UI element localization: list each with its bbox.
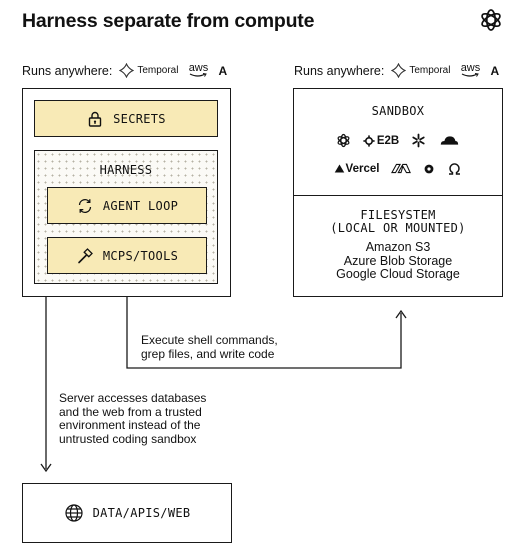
execute-note-line: grep files, and write code [141, 346, 275, 361]
secrets-box: SECRETS [34, 100, 218, 137]
storage-item: Amazon S3 [365, 240, 431, 254]
vercel-triangle-icon [334, 164, 344, 173]
storage-item: Azure Blob Storage [343, 253, 453, 268]
globe-icon [64, 504, 83, 522]
storage-item: Google Cloud Storage [336, 267, 460, 281]
sandbox-divider [294, 195, 502, 196]
agent-loop-label: AGENT LOOP [102, 198, 179, 213]
vercel-label: Vercel [345, 162, 380, 175]
server-note: Server accesses databases and the web fr… [59, 391, 207, 446]
sandbox-logos-row-2: Vercel [294, 161, 502, 176]
temporal-logo-icon [391, 63, 407, 78]
server-note-line: environment instead of the [59, 418, 201, 432]
execute-note: Execute shell commands, grep files, and … [141, 333, 278, 361]
execute-arrow [126, 297, 402, 369]
temporal-logo-icon [119, 63, 135, 78]
data-apis-web-label: DATA/APIS/WEB [92, 506, 191, 520]
harness-box: HARNESS AGENT LOOP MCPS/TOOLS [34, 150, 218, 284]
sandbox-box: SANDBOX E2B Vercel FILESYSTEM (LOCAL OR … [293, 88, 503, 297]
hammer-icon [78, 247, 93, 263]
daytona-logo-icon [425, 164, 434, 173]
runs-anywhere-label: Runs anywhere: [22, 63, 113, 78]
mcps-tools-label: MCPS/TOOLS [102, 248, 179, 263]
right-runs-anywhere: Runs anywhere: Temporal aws A [294, 63, 499, 78]
aws-logo-icon: aws [460, 63, 480, 78]
aws-label: aws [188, 62, 209, 74]
runs-anywhere-label: Runs anywhere: [294, 63, 385, 78]
e2b-label: E2B [376, 134, 400, 147]
execute-note-line: Execute shell commands, [141, 333, 278, 347]
storage-list: Amazon S3 Azure Blob Storage Google Clou… [294, 240, 502, 282]
filesystem-title: FILESYSTEM (LOCAL OR MOUNTED) [294, 209, 502, 235]
vercel-logo: Vercel [334, 162, 380, 175]
temporal-label: Temporal [409, 65, 451, 76]
temporal-label: Temporal [137, 65, 179, 76]
anthropic-logo-icon: A [490, 63, 500, 78]
anthropic-logo-icon: A [218, 63, 228, 78]
mcps-tools-box: MCPS/TOOLS [47, 237, 207, 274]
e2b-cog-icon [363, 134, 375, 147]
openai-logo-icon [337, 133, 350, 148]
cloudflare-logo-icon [440, 136, 459, 145]
filesystem-sublabel: (LOCAL OR MOUNTED) [330, 221, 466, 235]
execute-arrow-head [395, 309, 407, 319]
aws-label: aws [460, 62, 481, 74]
server-note-line: and the web from a trusted [59, 404, 202, 419]
openai-logo-icon [481, 9, 501, 31]
lock-icon [88, 111, 102, 127]
omega-logo-icon [449, 163, 461, 175]
sandbox-logos-row-1: E2B [294, 133, 502, 148]
harness-label: HARNESS [99, 163, 153, 177]
e2b-logo: E2B [363, 135, 399, 147]
sandbox-label: SANDBOX [371, 104, 425, 118]
filesystem-label: FILESYSTEM [360, 208, 436, 222]
secrets-label: SECRETS [113, 111, 166, 126]
data-apis-web-box: DATA/APIS/WEB [22, 483, 232, 543]
server-arrow-head [40, 463, 52, 473]
server-note-line: untrusted coding sandbox [59, 431, 197, 446]
modal-logo-icon [391, 163, 412, 174]
server-note-line: Server accesses databases [59, 391, 207, 405]
aws-logo-icon: aws [188, 63, 208, 78]
spark-logo-icon [412, 133, 425, 148]
refresh-icon [78, 198, 92, 213]
left-runs-anywhere: Runs anywhere: Temporal aws A [22, 63, 227, 78]
page-title: Harness separate from compute [22, 10, 315, 32]
agent-loop-box: AGENT LOOP [47, 187, 207, 224]
